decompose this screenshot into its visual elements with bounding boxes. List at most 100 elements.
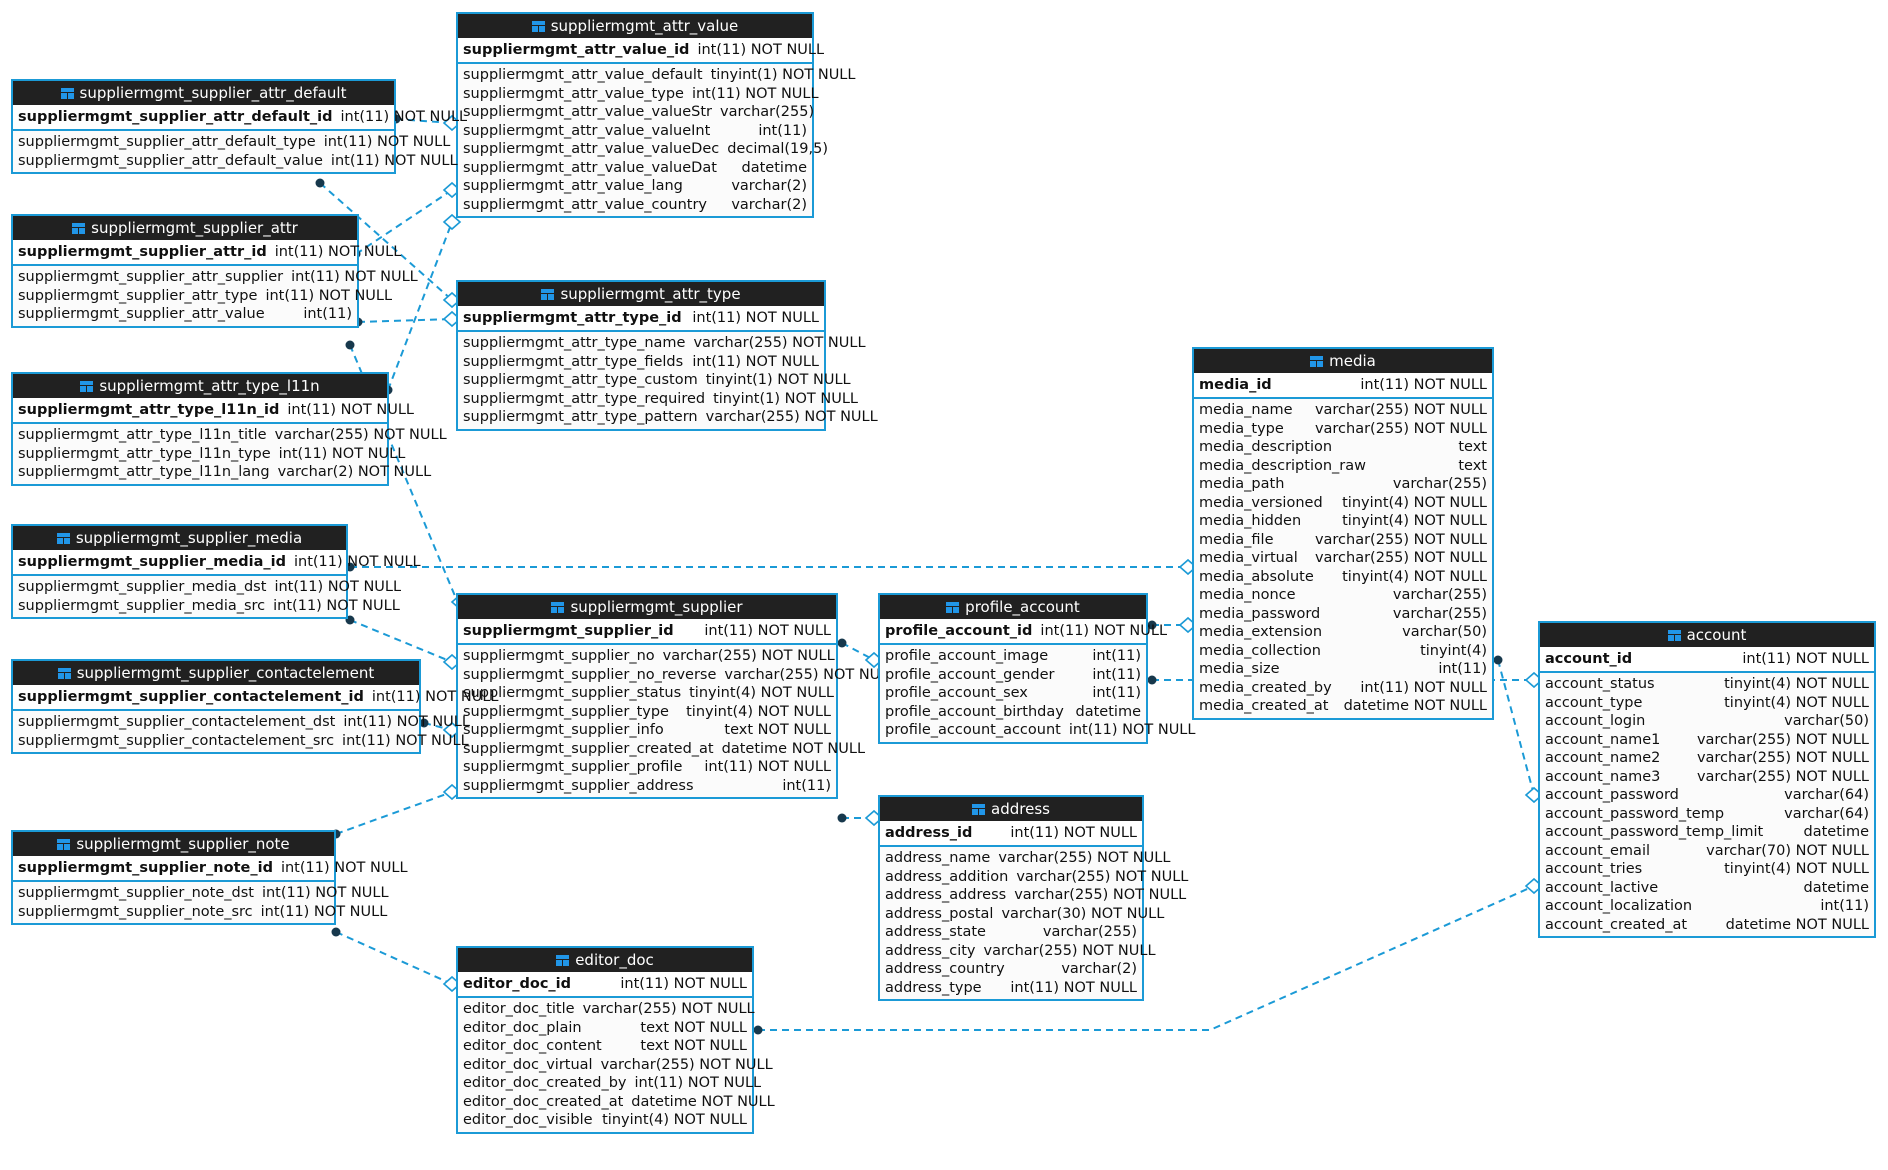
entity-header-suppliermgmt_supplier_attr_default: suppliermgmt_supplier_attr_default [13,81,394,105]
column-list: suppliermgmt_supplier_contactelement_dst… [13,711,470,752]
column-type: tinyint(4) NOT NULL [686,703,831,720]
entity-title: account [1686,626,1747,644]
entity-profile_account[interactable]: profile_account profile_account_id int(11)… [878,593,1195,744]
column-type: varchar(64) [1784,805,1869,822]
column-type: varchar(255) NOT NULL [1314,402,1487,418]
entity-header-media: media [1194,349,1492,373]
column-name: suppliermgmt_attr_value_type [463,85,684,102]
table-icon [551,601,565,613]
column-type: int(11) NOT NULL [343,714,470,730]
entity-title: suppliermgmt_supplier [570,598,743,616]
column-name: media_versioned [1199,494,1323,511]
entity-suppliermgmt_attr_value[interactable]: suppliermgmt_attr_value suppliermgmt_attr… [456,12,855,218]
column-type: int(11) NOT NULL [291,269,418,285]
column-name: suppliermgmt_supplier_info [463,722,664,738]
column-name: editor_doc_created_at [463,1093,624,1110]
column-name: media_hidden [1199,513,1302,529]
column-type: varchar(255) NOT NULL [705,409,878,425]
table-icon [1310,355,1324,367]
column-type: int(11) NOT NULL [1742,651,1869,667]
column-name: editor_doc_created_by [463,1075,627,1091]
column-name: suppliermgmt_supplier_attr_supplier [18,269,284,285]
column-name: suppliermgmt_attr_type_custom [463,372,698,388]
column-name: address_address [885,887,1007,903]
column-row: suppliermgmt_supplier_note_src int(11) NO… [13,903,387,922]
entity-header-suppliermgmt_attr_type_l11n: suppliermgmt_attr_type_l11n [13,374,387,398]
column-type: int(11) NOT NULL [280,860,408,876]
column-type: text [1458,457,1487,474]
column-name: suppliermgmt_supplier_profile [463,759,683,775]
entity-header-suppliermgmt_attr_value: suppliermgmt_attr_value [458,14,812,38]
column-name: suppliermgmt_attr_type_l11n_title [18,427,267,443]
entity-header-address: address [880,797,1142,821]
column-name: suppliermgmt_supplier_attr_value [18,306,265,322]
column-type: int(11) [758,122,807,139]
column-type: int(11) [1438,661,1487,677]
column-name: profile_account_gender [885,666,1055,683]
column-type: int(11) NOT NULL [265,287,393,304]
column-name: suppliermgmt_supplier_created_at [463,740,714,757]
column-name: address_postal [885,905,994,922]
column-name: profile_account_id [885,623,1033,639]
column-type: datetime NOT NULL [721,740,866,757]
column-row: media_versioned tinyint(4) NOT NULL [1194,494,1492,513]
column-type: int(11) NOT NULL [260,903,388,920]
entity-header-profile_account: profile_account [880,595,1146,619]
column-type: int(11) [303,306,352,322]
column-name: editor_doc_visible [463,1112,593,1128]
column-type: int(11) NOT NULL [1040,623,1168,639]
relation-link [841,642,875,661]
table-icon [972,803,986,815]
column-name: suppliermgmt_supplier_address [463,777,694,794]
column-name: suppliermgmt_supplier_note_src [18,903,253,920]
column-type: tinyint(4) NOT NULL [1342,494,1487,511]
column-name: suppliermgmt_attr_type_name [463,335,686,351]
column-name: address_country [885,961,1005,977]
entity-header-suppliermgmt_supplier: suppliermgmt_supplier [458,595,836,619]
column-type: datetime [1075,703,1141,720]
relation-endpoint [1493,655,1503,665]
column-type: tinyint(1) NOT NULL [705,372,851,388]
column-name: suppliermgmt_attr_value_valueDat [463,159,717,176]
entity-suppliermgmt_supplier[interactable]: suppliermgmt_supplier suppliermgmt_suppli… [456,593,896,799]
column-type: varchar(255) NOT NULL [1696,768,1869,785]
column-name: account_created_at [1545,916,1688,933]
column-type: varchar(255) NOT NULL [983,942,1156,959]
